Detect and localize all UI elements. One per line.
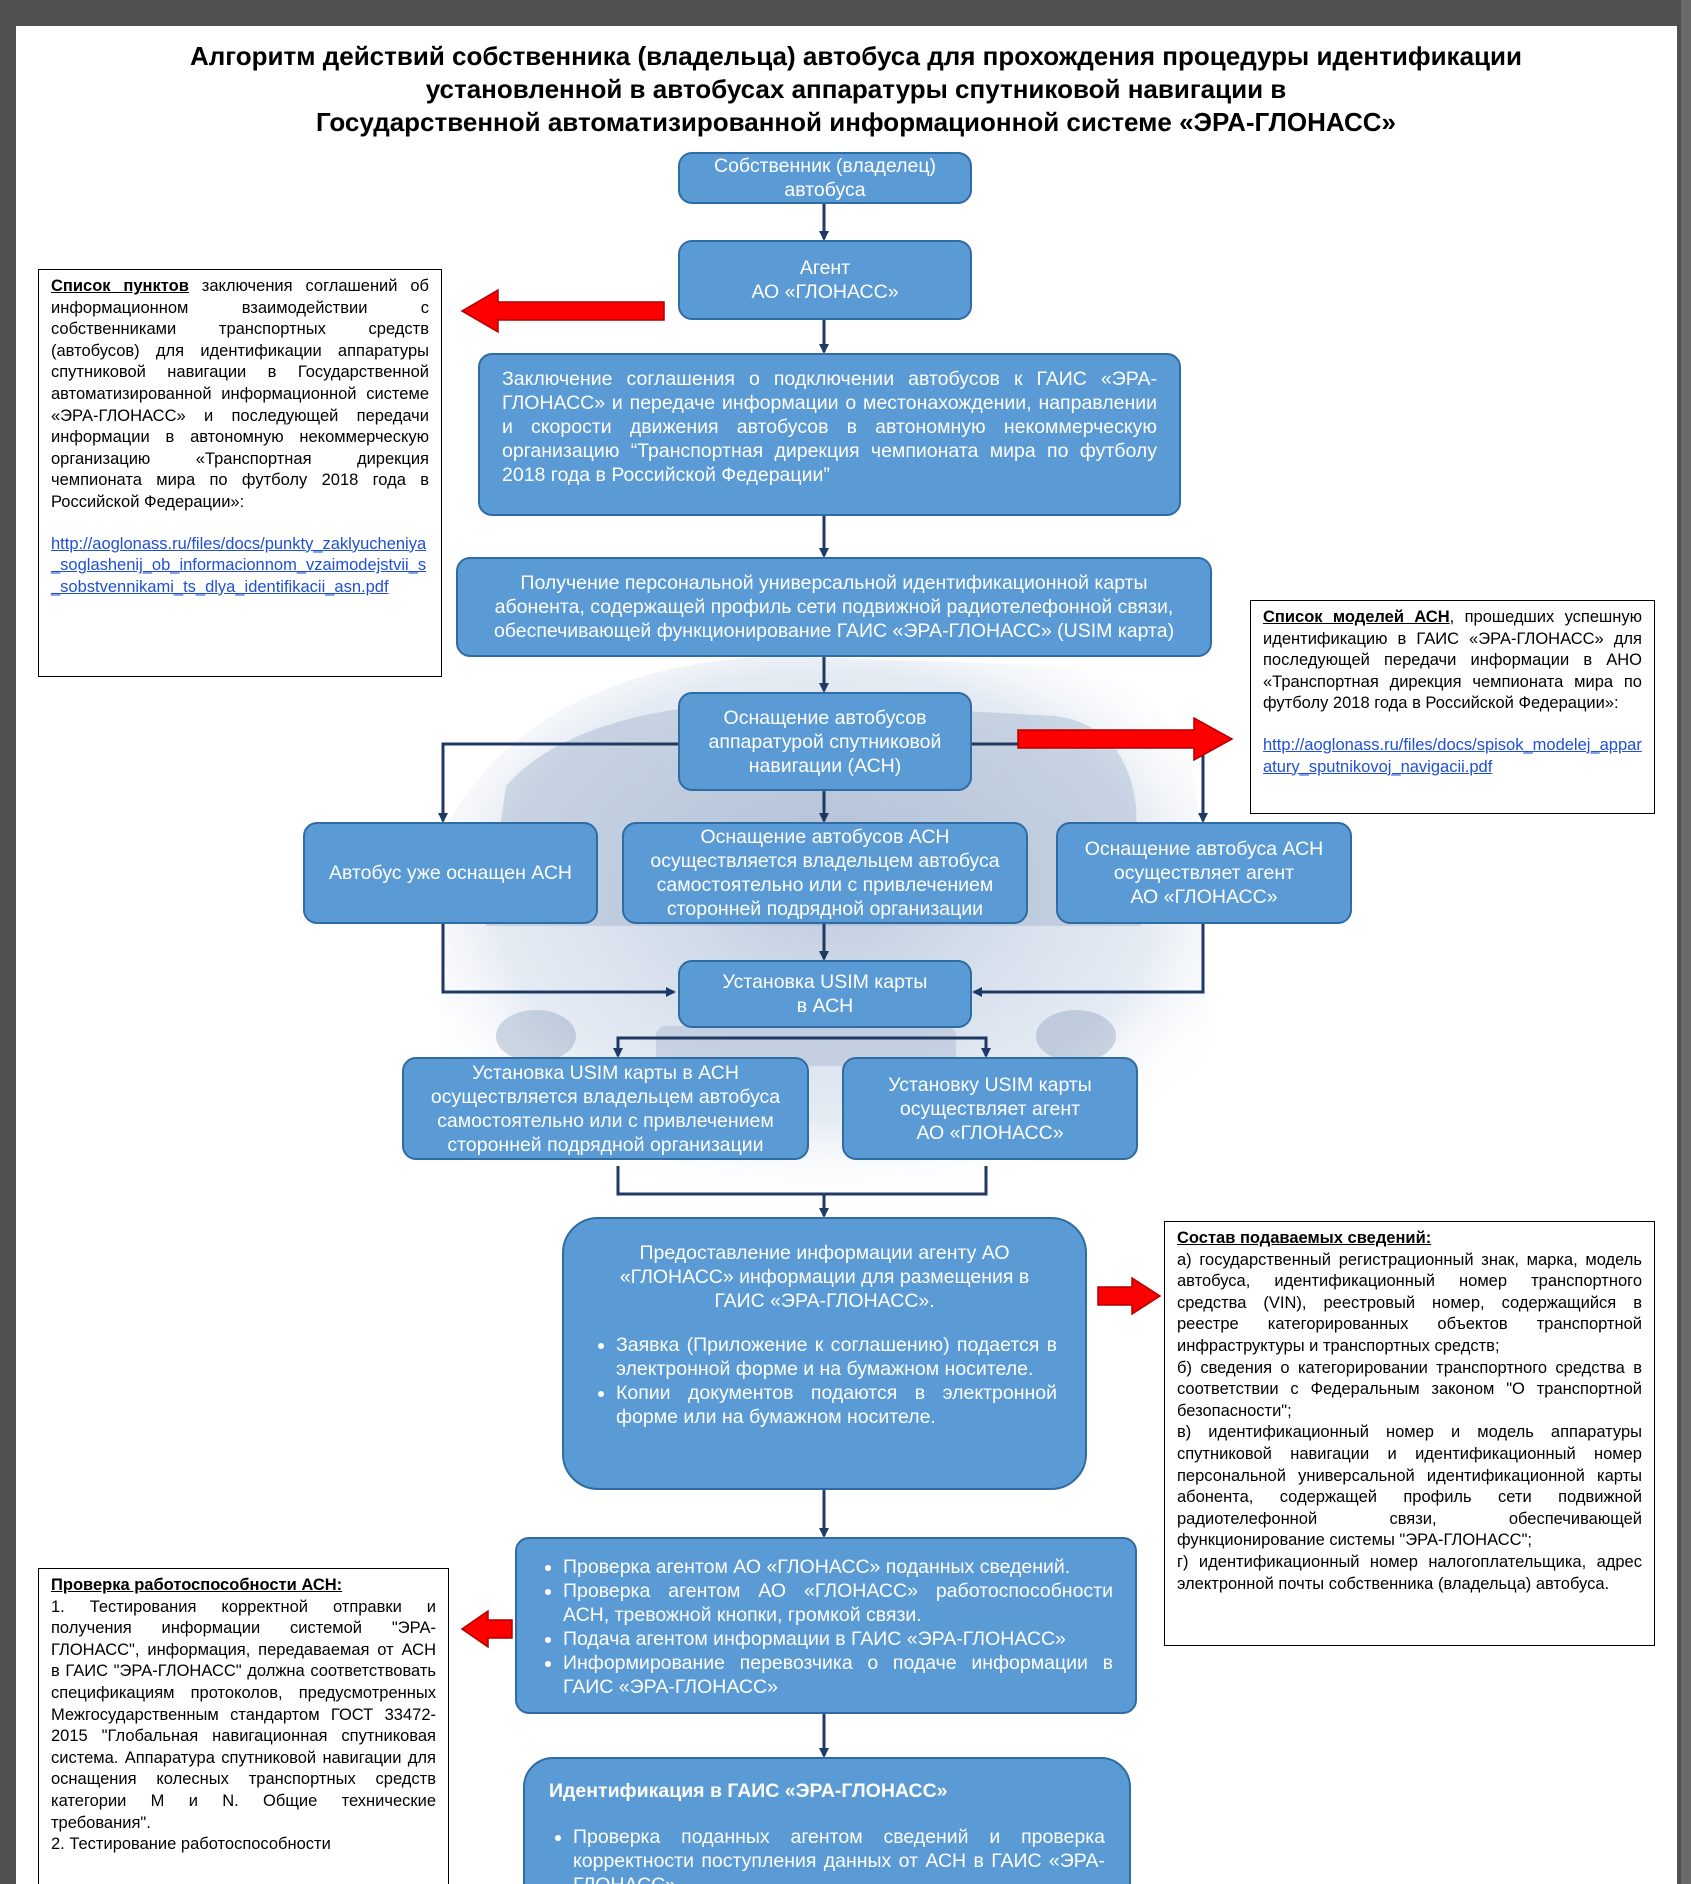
node-equip-by-owner: Оснащение автобусов АСН осуществляется в… — [622, 822, 1028, 924]
title-line-3: Государственной автоматизированной инфор… — [315, 107, 1397, 137]
node-install-usim-line: Установка USIM карты — [722, 971, 928, 993]
node-check-bullet: Подача агентом информации в ГАИС «ЭРА-ГЛ… — [563, 1627, 1113, 1651]
node-provide-line: Предоставление информации агенту АО — [639, 1242, 1010, 1264]
note-composition-header: Состав подаваемых сведений: — [1177, 1229, 1432, 1247]
node-usim-owner-line: осуществляется владельцем автобуса — [430, 1085, 781, 1108]
node-usim-owner-line: Установка USIM карты в АСН — [472, 1061, 739, 1084]
note-models-text: , прошедших успешную идентификацию в ГАИ… — [1263, 608, 1642, 713]
note-composition: Состав подаваемых сведений: а) государст… — [1164, 1221, 1655, 1646]
node-identification-bullet: Проверка поданных агентом сведений и про… — [573, 1825, 1105, 1884]
node-equip-by-agent: Оснащение автобуса АСН осуществляет аген… — [1056, 822, 1352, 924]
node-usim-by-owner: Установка USIM карты в АСН осуществляетс… — [402, 1057, 809, 1160]
red-arrow-left-icon — [460, 1609, 513, 1649]
title-line-1: Алгоритм действий собственника (владельц… — [190, 41, 1522, 71]
note-check-asn-item: 1. Тестирования корректной отправки и по… — [51, 1597, 436, 1832]
note-models-list: Список моделей АСН, прошедших успешную и… — [1250, 600, 1655, 814]
node-check-bullet: Проверка агентом АО «ГЛОНАСС» работоспос… — [563, 1579, 1113, 1627]
node-usim-agent-line: АО «ГЛОНАСС» — [916, 1121, 1064, 1144]
node-by-owner-line: самостоятельно или с привлечением — [656, 874, 994, 896]
red-arrow-left-icon — [460, 288, 665, 334]
node-already-equipped: Автобус уже оснащен АСН — [303, 822, 598, 924]
node-usim-agent-line: осуществляет агент — [899, 1097, 1081, 1120]
node-check: Проверка агентом АО «ГЛОНАСС» поданных с… — [515, 1537, 1137, 1714]
node-equip-line: аппаратурой спутниковой — [708, 730, 942, 753]
node-by-agent-line: АО «ГЛОНАСС» — [1130, 886, 1278, 908]
node-check-bullet: Информирование перевозчика о подаче инфо… — [563, 1651, 1113, 1699]
connector-lines — [438, 202, 1208, 1758]
node-agent-line: Агент — [799, 257, 851, 279]
note-composition-item: в) идентификационный номер и модель аппа… — [1177, 1423, 1642, 1550]
note-points-list: Список пунктов заключения соглашений об … — [38, 269, 442, 677]
scrollbar[interactable] — [1681, 0, 1691, 1884]
node-agreement: Заключение соглашения о подключении авто… — [478, 353, 1181, 516]
node-identification: Идентификация в ГАИС «ЭРА-ГЛОНАСС» Прове… — [523, 1757, 1131, 1884]
node-already-line: Автобус уже оснащен АСН — [328, 862, 573, 884]
title-line-2: установленной в автобусах аппаратуры спу… — [425, 74, 1287, 104]
node-check-bullet: Проверка агентом АО «ГЛОНАСС» поданных с… — [563, 1555, 1113, 1579]
note-composition-item: а) государственный регистрационный знак,… — [1177, 1250, 1642, 1355]
note-composition-item: б) сведения о категорировании транспортн… — [1177, 1358, 1642, 1420]
node-install-usim: Установка USIM карты в АСН — [678, 960, 972, 1028]
note-composition-item: г) идентификационный номер налогоплатель… — [1177, 1552, 1642, 1593]
node-by-owner-line: осуществляется владельцем автобуса — [650, 850, 1000, 872]
note-points-text: заключения соглашений об информационном … — [51, 277, 429, 511]
note-points-header: Список пунктов — [51, 277, 189, 295]
node-by-owner-line: Оснащение автобусов АСН — [700, 826, 950, 848]
node-usim-owner-line: сторонней подрядной организации — [447, 1133, 764, 1156]
node-provide-bullet: Заявка (Приложение к соглашению) подаетс… — [616, 1333, 1057, 1381]
node-usim-card-line: абонента, содержащей профиль сети подвиж… — [494, 596, 1174, 618]
node-agent-line: АО «ГЛОНАСС» — [751, 281, 899, 303]
node-install-usim-line: в АСН — [796, 995, 854, 1017]
node-owner-line: автобуса — [784, 179, 866, 201]
node-identification-heading: Идентификация в ГАИС «ЭРА-ГЛОНАСС» — [549, 1780, 948, 1802]
note-check-asn: Проверка работоспособности АСН: 1. Тести… — [38, 1568, 449, 1884]
node-usim-card-line: обеспечивающей функционирование ГАИС «ЭР… — [493, 620, 1175, 642]
node-usim-card-line: Получение персональной универсальной иде… — [520, 572, 1148, 594]
node-provide-bullet: Копии документов подаются в электронной … — [616, 1381, 1057, 1429]
page-title: Алгоритм действий собственника (владельц… — [76, 40, 1636, 139]
node-provide-info: Предоставление информации агенту АО «ГЛО… — [562, 1217, 1087, 1490]
note-models-link[interactable]: http://aoglonass.ru/files/docs/spisok_mo… — [1263, 735, 1642, 776]
node-provide-line: «ГЛОНАСС» информации для размещения в — [619, 1266, 1030, 1288]
note-check-asn-header: Проверка работоспособности АСН: — [51, 1576, 343, 1594]
node-by-agent-line: осуществляет агент — [1113, 862, 1295, 884]
document-page: Алгоритм действий собственника (владельц… — [16, 26, 1677, 1884]
node-agreement-text: Заключение соглашения о подключении авто… — [502, 368, 1157, 486]
node-equip-line: Оснащение автобусов — [723, 706, 927, 729]
node-usim-agent-line: Установку USIM карты — [888, 1073, 1092, 1096]
node-owner-line: Собственник (владелец) — [713, 155, 936, 177]
node-owner: Собственник (владелец) автобуса — [678, 152, 972, 204]
node-by-owner-line: сторонней подрядной организации — [666, 898, 984, 920]
node-equip: Оснащение автобусов аппаратурой спутнико… — [678, 692, 972, 791]
note-models-header: Список моделей АСН — [1263, 608, 1450, 626]
node-usim-owner-line: самостоятельно или с привлечением — [437, 1109, 774, 1132]
note-check-asn-item: 2. Тестирование работоспособности — [51, 1835, 331, 1854]
red-arrow-right-icon — [1097, 1276, 1162, 1316]
node-agent: Агент АО «ГЛОНАСС» — [678, 240, 972, 320]
note-points-link[interactable]: http://aoglonass.ru/files/docs/punkty_za… — [51, 534, 427, 596]
node-equip-line: навигации (АСН) — [748, 754, 902, 777]
node-by-agent-line: Оснащение автобуса АСН — [1084, 838, 1324, 860]
node-provide-line: ГАИС «ЭРА-ГЛОНАСС». — [714, 1290, 935, 1312]
node-usim-card: Получение персональной универсальной иде… — [456, 557, 1212, 657]
node-usim-by-agent: Установку USIM карты осуществляет агент … — [842, 1057, 1138, 1160]
red-arrow-right-icon — [1017, 716, 1234, 762]
